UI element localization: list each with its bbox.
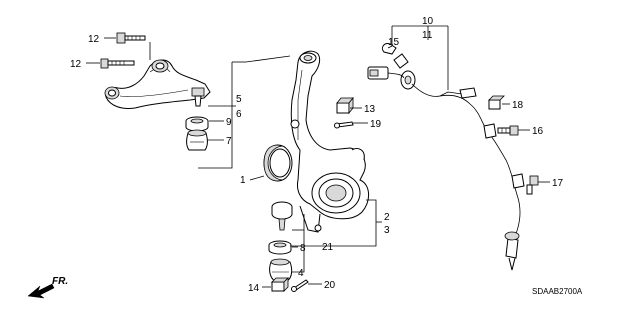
callout-15: 15 xyxy=(388,37,400,48)
callout-9: 9 xyxy=(226,117,232,128)
callout-21: 21 xyxy=(322,242,334,253)
front-arrow-icon xyxy=(27,283,55,299)
callout-11: 11 xyxy=(422,30,433,41)
callout-labels: 12 12 5 6 9 7 1 13 19 2 3 21 8 4 14 20 1… xyxy=(70,16,564,294)
callout-3: 3 xyxy=(384,225,390,236)
knuckle-nut xyxy=(336,96,354,115)
upper-arm-bolt-top xyxy=(116,32,146,44)
diagram-code: SDAAB2700A xyxy=(532,287,583,296)
dust-seal xyxy=(263,144,293,182)
upper-control-arm xyxy=(104,59,211,109)
harness-bolt-17 xyxy=(526,175,539,195)
front-indicator-label: FR. xyxy=(52,276,68,287)
callout-18: 18 xyxy=(512,100,524,111)
callout-2: 2 xyxy=(384,212,390,223)
callout-6: 6 xyxy=(236,109,242,120)
callout-7: 7 xyxy=(226,136,232,147)
upper-ring xyxy=(185,116,209,132)
steering-knuckle xyxy=(290,50,369,233)
upper-arm-group xyxy=(100,32,211,151)
upper-boot xyxy=(186,129,208,151)
callout-17: 17 xyxy=(552,178,564,189)
front-direction-indicator: FR. xyxy=(27,276,68,299)
callout-14: 14 xyxy=(248,283,260,294)
callout-1: 1 xyxy=(240,175,246,186)
callout-5: 5 xyxy=(236,94,242,105)
callout-10: 10 xyxy=(422,16,434,27)
wheel-speed-sensor-harness xyxy=(367,43,525,271)
cotter-pin-upper xyxy=(334,121,354,129)
lower-ball-joint-group xyxy=(268,201,309,292)
callout-4: 4 xyxy=(298,268,304,279)
upper-arm-bolt-lower xyxy=(100,58,135,69)
leader-lines xyxy=(86,25,550,288)
harness-bolt-16 xyxy=(497,125,519,136)
callout-12-top: 12 xyxy=(88,34,100,45)
callout-19: 19 xyxy=(370,119,382,130)
callout-8: 8 xyxy=(300,243,306,254)
harness-nut xyxy=(488,95,505,110)
callout-20: 20 xyxy=(324,280,336,291)
callout-13: 13 xyxy=(364,104,376,115)
callout-12-lower: 12 xyxy=(70,59,82,70)
callout-16: 16 xyxy=(532,126,544,137)
